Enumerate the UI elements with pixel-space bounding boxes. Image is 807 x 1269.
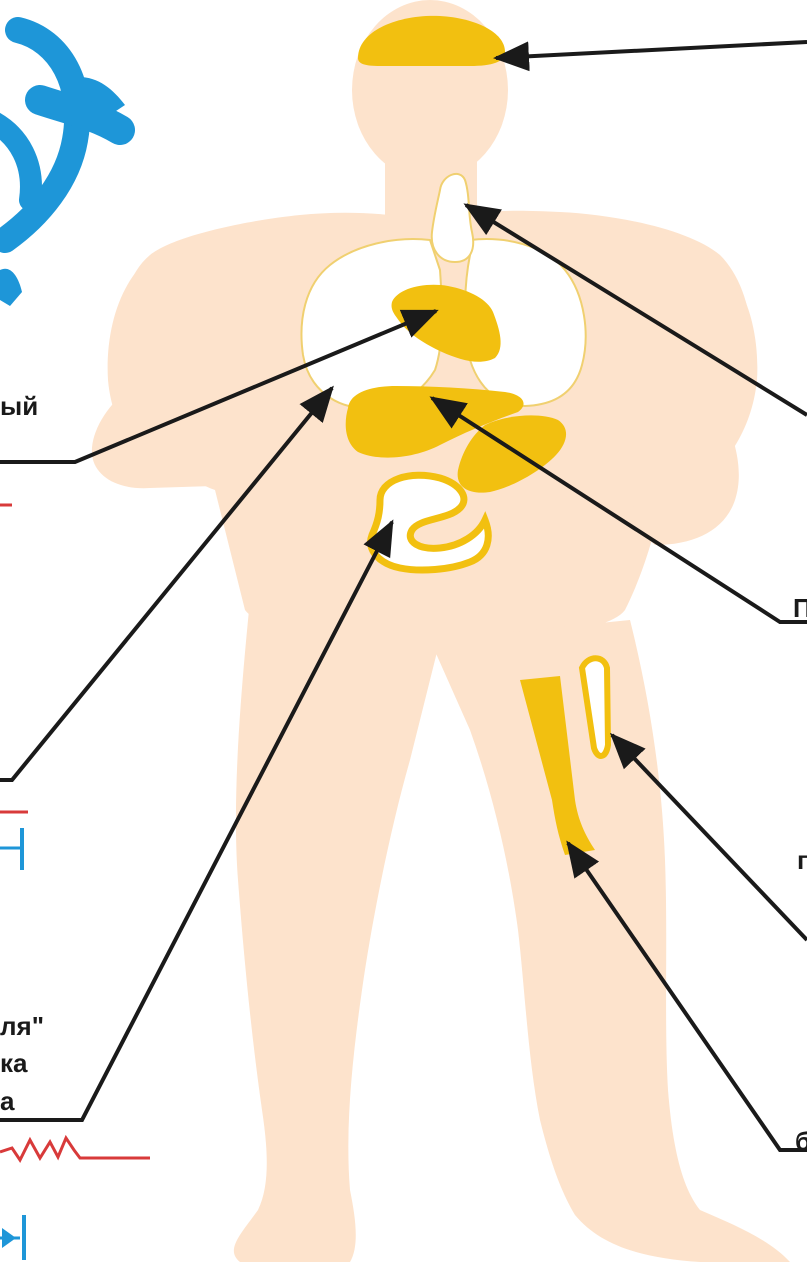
label-heart: ый: [0, 393, 38, 419]
label-intestine-line3: а: [0, 1088, 14, 1114]
label-liver: П: [793, 595, 807, 621]
label-intestine-line1: ля": [0, 1013, 44, 1039]
arrow-brain: [496, 42, 807, 58]
blue-medical-logo-icon: [0, 30, 120, 240]
left-leg: [234, 600, 440, 1262]
label-intestine-line2: ка: [0, 1050, 27, 1076]
ecg-trace: [0, 1138, 150, 1260]
ecg-mini-top: [0, 812, 28, 870]
label-bone: б: [795, 1128, 807, 1154]
label-marrow: п: [797, 847, 807, 873]
logo-tail: [0, 269, 22, 306]
